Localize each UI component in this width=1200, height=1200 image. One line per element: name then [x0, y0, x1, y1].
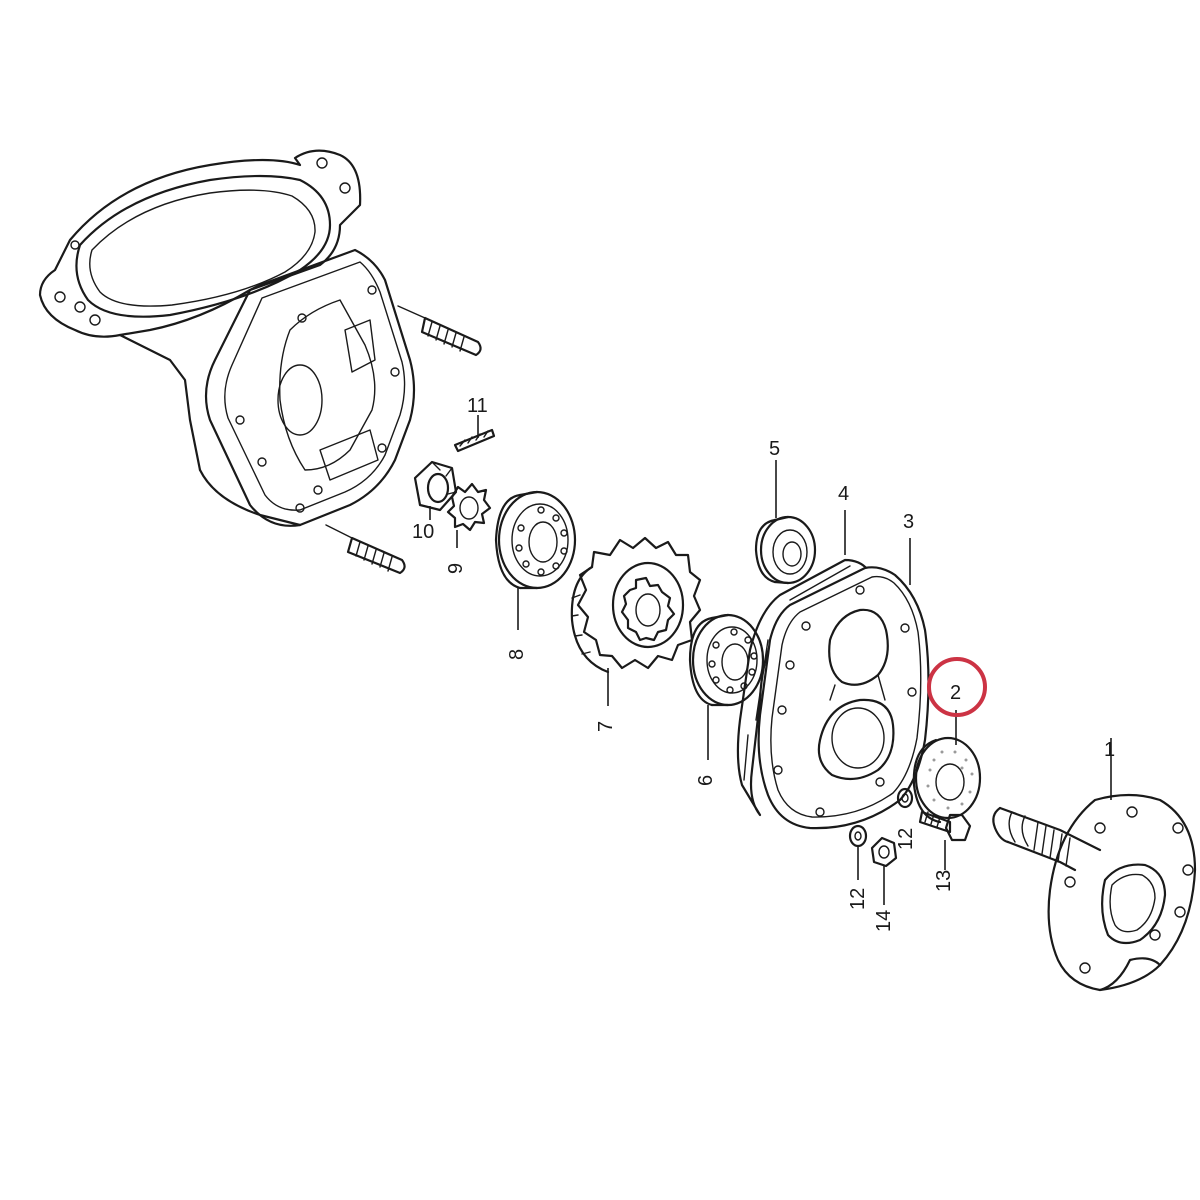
bearing-8: [494, 490, 577, 590]
highlight-circle-part-2: [927, 657, 987, 717]
washer-12-left: [848, 824, 868, 848]
label-part-12-left: 12: [847, 888, 869, 910]
nut-10: [413, 460, 458, 512]
part-labels: 1 2 3 4 5 6 7 8 9 10 11 12 14 12 13: [412, 395, 1115, 932]
label-part-1: 1: [1104, 739, 1115, 761]
label-part-5: 5: [769, 438, 780, 460]
label-part-11: 11: [467, 395, 488, 417]
label-part-2: 2: [950, 682, 961, 704]
bolt-13: [918, 810, 972, 842]
nut-14: [870, 836, 898, 868]
seal-2: [912, 736, 982, 824]
stud-upper: [397, 305, 482, 357]
bearing-6: [688, 613, 765, 707]
flange-shaft-1: [992, 793, 1197, 992]
lock-washer-9: [446, 482, 492, 532]
label-part-14: 14: [873, 910, 895, 932]
washer-12-right: [896, 787, 914, 809]
label-part-9: 9: [445, 563, 467, 574]
label-part-13: 13: [933, 870, 955, 892]
label-part-7: 7: [595, 721, 617, 732]
bearing-5: [754, 515, 817, 585]
label-part-10: 10: [412, 521, 434, 543]
label-part-4: 4: [838, 483, 849, 505]
label-part-6: 6: [695, 775, 717, 786]
label-part-3: 3: [903, 511, 914, 533]
stud-lower: [325, 524, 406, 575]
gear-housing: [38, 149, 416, 527]
gear-7: [570, 536, 702, 674]
pin-11: [453, 428, 496, 453]
label-part-12-right: 12: [895, 828, 917, 850]
label-part-8: 8: [506, 649, 528, 660]
cover-3: [757, 566, 930, 830]
